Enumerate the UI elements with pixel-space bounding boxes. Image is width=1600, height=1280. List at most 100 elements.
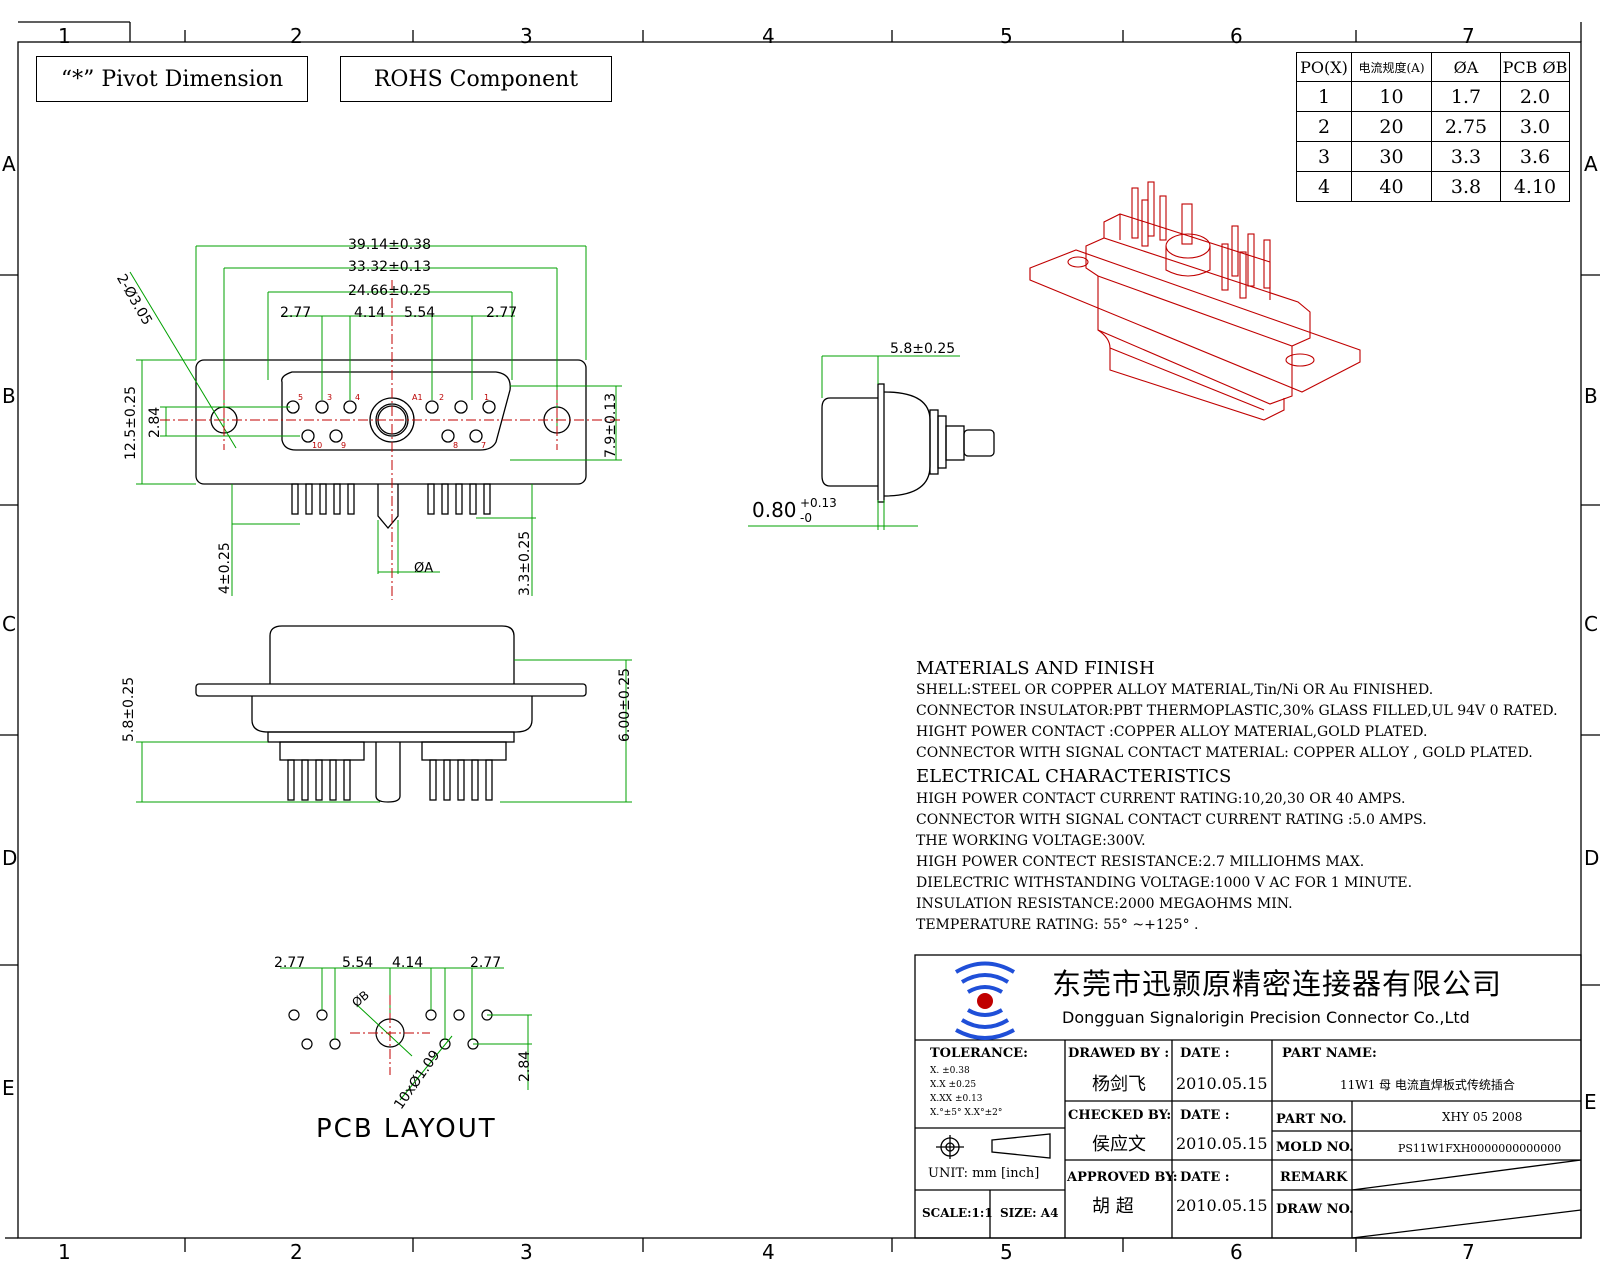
front-view <box>195 359 587 530</box>
scale-label: SCALE:1:1 <box>922 1206 993 1220</box>
size-label: SIZE: A4 <box>1000 1206 1059 1220</box>
dim-overall-width: 39.14±0.38 <box>348 237 431 253</box>
pin-label: 4 <box>355 393 361 402</box>
unit-label: UNIT: mm [inch] <box>928 1166 1040 1181</box>
spec-line: HIGH POWER CONTACT CURRENT RATING:10,20,… <box>916 791 1406 807</box>
dim-bottom-left: 5.8±0.25 <box>121 676 137 742</box>
spec-line: HIGH POWER CONTECT RESISTANCE:2.7 MILLIO… <box>916 854 1365 870</box>
table-header: ØA <box>1431 52 1501 82</box>
mold-no-label: MOLD NO. <box>1276 1140 1354 1155</box>
checked-date: 2010.05.15 <box>1176 1134 1268 1153</box>
remark-label: REMARK <box>1280 1170 1348 1185</box>
pcb-dim-2: 5.54 <box>342 955 374 971</box>
zone-bottom-4: 4 <box>762 1240 775 1264</box>
zone-top-7: 7 <box>1462 24 1475 48</box>
zone-left-a: A <box>2 152 16 176</box>
zone-top-1: 1 <box>58 24 71 48</box>
dim-body-width: 24.66±0.25 <box>348 283 431 299</box>
table-cell: 30 <box>1351 141 1432 172</box>
dim-tail-left: 4±0.25 <box>217 542 233 594</box>
checked-by-label: CHECKED BY: <box>1068 1108 1172 1123</box>
pin-label: 5 <box>298 393 304 402</box>
date-label: DATE : <box>1180 1170 1230 1185</box>
table-header: PO(X) <box>1296 52 1352 82</box>
spec-heading-materials: MATERIALS AND FINISH <box>916 658 1155 679</box>
zone-bottom-2: 2 <box>290 1240 303 1264</box>
dim-bottom-right: 6.00±0.25 <box>617 667 633 742</box>
dim-pitch-2: 4.14 <box>354 305 386 321</box>
zone-top-2: 2 <box>290 24 303 48</box>
part-no-value: XHY 05 2008 <box>1442 1110 1523 1124</box>
approved-by-label: APPROVED BY: <box>1067 1170 1178 1185</box>
part-name-value: 11W1 母 电流直焊板式传统插合 <box>1340 1078 1515 1092</box>
zone-left-b: B <box>2 384 16 408</box>
zone-left-e: E <box>2 1076 15 1100</box>
date-label: DATE : <box>1180 1046 1230 1061</box>
drawn-date: 2010.05.15 <box>1176 1074 1268 1093</box>
table-cell: 3.3 <box>1431 141 1501 172</box>
dim-dia-a: ØA <box>414 561 434 576</box>
zone-right-d: D <box>1584 846 1600 870</box>
side-view <box>821 383 995 503</box>
dim-row-spacing: 2.84 <box>147 406 163 438</box>
zone-bottom-6: 6 <box>1230 1240 1243 1264</box>
drawn-by-name: 杨剑飞 <box>1092 1074 1146 1095</box>
table-cell: 2 <box>1296 111 1352 142</box>
front-tails <box>291 483 491 530</box>
pcb-dim-3: 4.14 <box>392 955 424 971</box>
pin-label: 3 <box>327 393 333 402</box>
table-cell: 3 <box>1296 141 1352 172</box>
pin-label: A1 <box>412 393 423 402</box>
zone-bottom-1: 1 <box>58 1240 71 1264</box>
zone-bottom-7: 7 <box>1462 1240 1475 1264</box>
pin-label: 10 <box>312 441 323 450</box>
zone-bottom-3: 3 <box>520 1240 533 1264</box>
mold-no-value: PS11W1FXH0000000000000 <box>1398 1142 1562 1155</box>
dim-flange-thickness: 0.80 <box>752 498 797 522</box>
pin-label: 9 <box>341 441 347 450</box>
table-header: 电流规度(A) <box>1351 52 1432 82</box>
company-name-cn: 东莞市迅颢原精密连接器有限公司 <box>1052 967 1503 1001</box>
date-label: DATE : <box>1180 1108 1230 1123</box>
table-cell: 3.0 <box>1500 111 1570 142</box>
pcb-dim-1: 2.77 <box>274 955 306 971</box>
table-cell: 4 <box>1296 171 1352 202</box>
checked-by-name: 侯应文 <box>1092 1134 1146 1155</box>
pin-label: 1 <box>484 393 490 402</box>
bottom-view <box>195 625 587 803</box>
part-name-label: PART NAME: <box>1282 1046 1377 1061</box>
dim-pitch-1: 2.77 <box>280 305 312 321</box>
pcb-layout <box>288 1009 493 1050</box>
tolerance-line: X.X ±0.25 <box>930 1080 977 1090</box>
pcb-dim-4: 2.77 <box>470 955 502 971</box>
zone-bottom-5: 5 <box>1000 1240 1013 1264</box>
dim-height: 12.5±0.25 <box>123 385 139 460</box>
tolerance-line: X.°±5° X.X°±2° <box>930 1108 1003 1118</box>
table-cell: 10 <box>1351 81 1432 112</box>
front-pins <box>286 400 496 443</box>
pcb-row-spacing: 2.84 <box>517 1050 533 1082</box>
spec-line: CONNECTOR INSULATOR:PBT THERMOPLASTIC,30… <box>916 703 1558 719</box>
table-cell: 2.75 <box>1431 111 1501 142</box>
drawn-by-label: DRAWED BY : <box>1068 1046 1170 1061</box>
dim-flange-tol-minus: -0 <box>800 511 812 525</box>
dim-pitch-4: 2.77 <box>486 305 518 321</box>
front-centerlines <box>160 280 620 600</box>
table-header: PCB ØB <box>1500 52 1570 82</box>
pcb-layout-title: PCB LAYOUT <box>316 1114 497 1144</box>
table-cell: 20 <box>1351 111 1432 142</box>
rohs-label: ROHS Component <box>340 56 612 102</box>
pcb-centerlines <box>350 995 430 1075</box>
spec-line: SHELL:STEEL OR COPPER ALLOY MATERIAL,Tin… <box>916 682 1434 698</box>
zone-top-6: 6 <box>1230 24 1243 48</box>
dim-flange-tol-plus: +0.13 <box>800 496 837 510</box>
zone-top-3: 3 <box>520 24 533 48</box>
zone-left-d: D <box>2 846 18 870</box>
table-cell: 1 <box>1296 81 1352 112</box>
zone-left-c: C <box>2 612 16 636</box>
dim-mount-holes: 33.32±0.13 <box>348 259 431 275</box>
zone-right-a: A <box>1584 152 1598 176</box>
spec-line: CONNECTOR WITH SIGNAL CONTACT CURRENT RA… <box>916 812 1427 828</box>
